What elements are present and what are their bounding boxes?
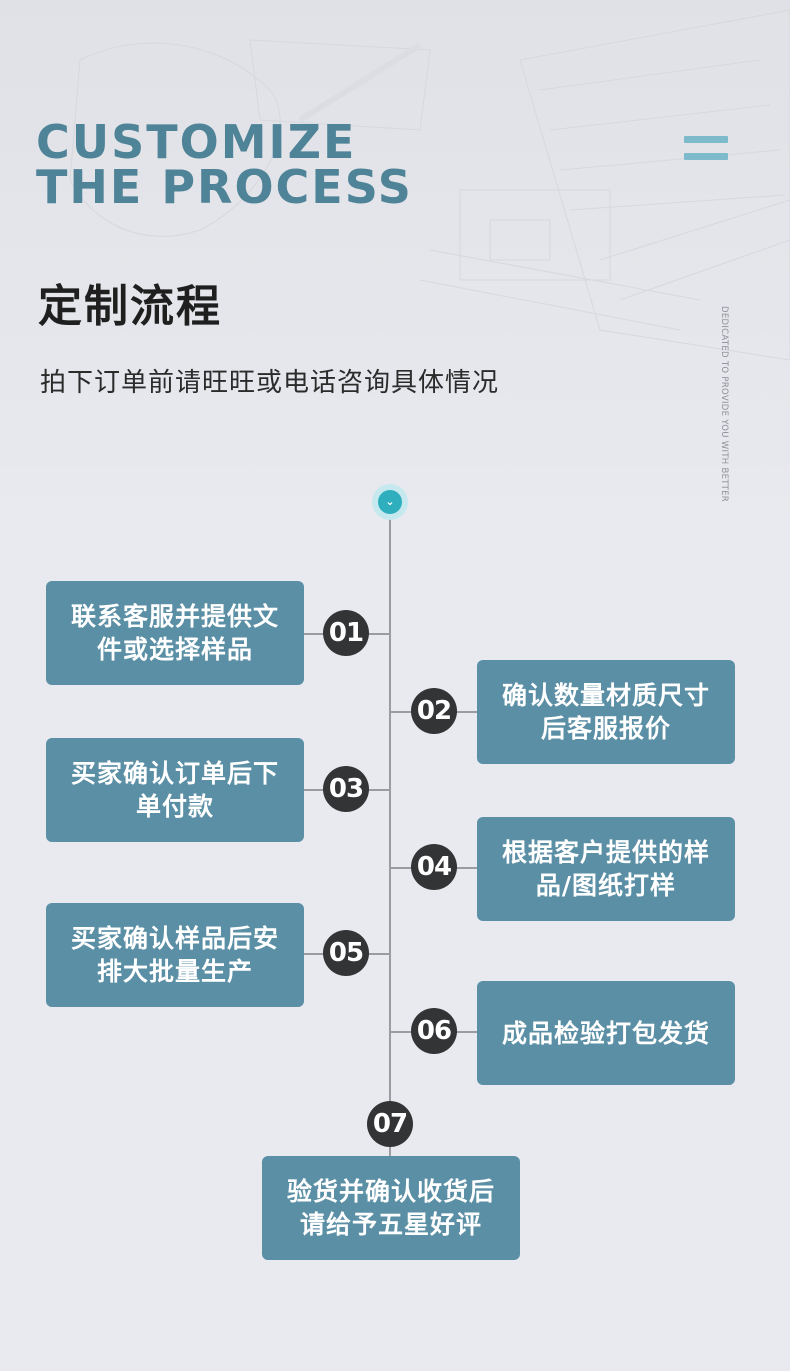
english-title: CUSTOMIZE THE PROCESS bbox=[36, 115, 413, 214]
step-box-01: 联系客服并提供文件或选择样品 bbox=[46, 581, 304, 685]
connector-07 bbox=[389, 1140, 391, 1158]
step-box-07: 验货并确认收货后请给予五星好评 bbox=[262, 1156, 520, 1260]
step-badge-02: 02 bbox=[411, 688, 457, 734]
chevron-double-down-icon: ⌄ bbox=[378, 490, 402, 514]
english-title-line-1: CUSTOMIZE bbox=[36, 115, 357, 169]
menu-icon bbox=[684, 136, 728, 160]
step-box-02: 确认数量材质尺寸后客服报价 bbox=[477, 660, 735, 764]
background-sketch-illustration bbox=[0, 0, 790, 520]
step-badge-06: 06 bbox=[411, 1008, 457, 1054]
step-box-06: 成品检验打包发货 bbox=[477, 981, 735, 1085]
page-subtitle: 拍下订单前请旺旺或电话咨询具体情况 bbox=[40, 368, 500, 398]
step-box-03: 买家确认订单后下单付款 bbox=[46, 738, 304, 842]
vertical-tagline: DEDICATED TO PROVIDE YOU WITH BETTER bbox=[719, 306, 729, 503]
step-badge-07: 07 bbox=[367, 1101, 413, 1147]
step-badge-04: 04 bbox=[411, 844, 457, 890]
step-box-04: 根据客户提供的样品/图纸打样 bbox=[477, 817, 735, 921]
english-title-line-2: THE PROCESS bbox=[36, 160, 413, 214]
step-box-05: 买家确认样品后安排大批量生产 bbox=[46, 903, 304, 1007]
step-badge-05: 05 bbox=[323, 930, 369, 976]
step-badge-03: 03 bbox=[323, 766, 369, 812]
page-title: 定制流程 bbox=[38, 281, 222, 332]
timeline-start-dot: ⌄ bbox=[372, 484, 408, 520]
timeline-line bbox=[389, 502, 391, 1122]
step-badge-01: 01 bbox=[323, 610, 369, 656]
